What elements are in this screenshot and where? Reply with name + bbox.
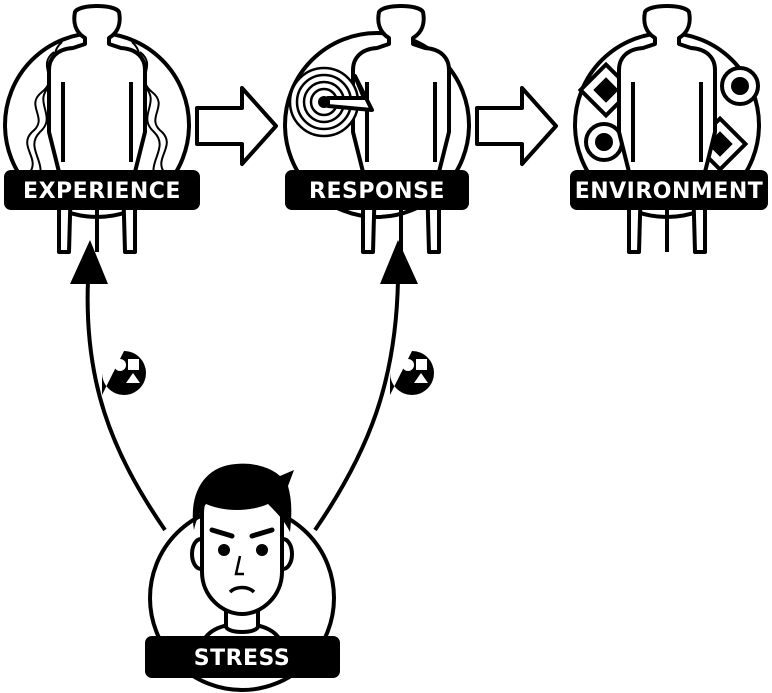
pointing-arm <box>326 74 374 112</box>
label-response-text: RESPONSE <box>309 179 445 204</box>
shapes-badge-icon <box>102 351 146 395</box>
label-experience: EXPERIENCE <box>4 170 200 210</box>
experience-node <box>3 4 191 254</box>
label-experience-text: EXPERIENCE <box>23 179 181 204</box>
label-stress: STRESS <box>145 636 340 678</box>
circle-target-icon <box>720 66 760 106</box>
arrow-experience-to-response <box>195 86 278 166</box>
response-node <box>283 4 471 254</box>
circle-target-icon <box>584 122 624 162</box>
arrow-response-to-environment <box>475 86 558 166</box>
environment-node <box>573 4 761 254</box>
stress-to-experience-arrowhead <box>70 240 108 284</box>
shapes-badge-icon <box>390 351 434 395</box>
stress-to-response-arrowhead <box>380 240 418 284</box>
label-environment-text: ENVIRONMENT <box>575 179 764 204</box>
stress-to-experience-curve <box>85 279 167 532</box>
label-environment: ENVIRONMENT <box>570 170 768 210</box>
label-response: RESPONSE <box>285 170 469 210</box>
label-stress-text: STRESS <box>194 646 291 671</box>
stress-to-response-curve <box>313 279 400 532</box>
target-icon <box>288 66 360 138</box>
